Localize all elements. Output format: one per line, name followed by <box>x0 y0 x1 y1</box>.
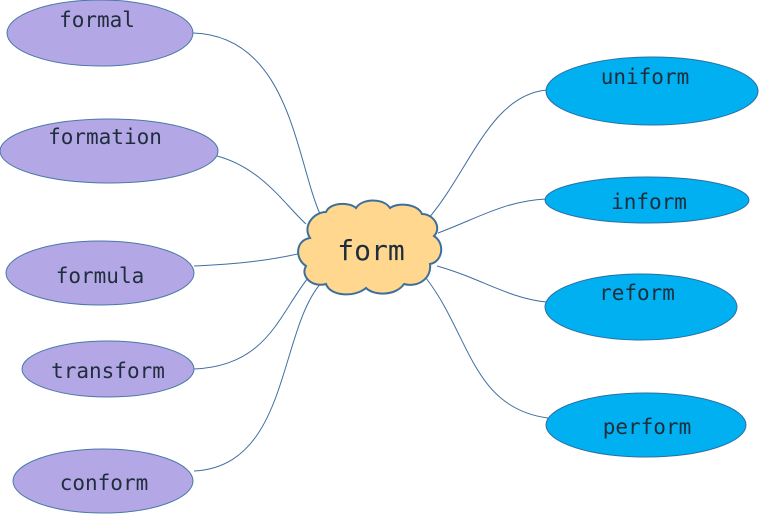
node-formal: formal <box>6 0 194 67</box>
node-uniform: uniform <box>545 56 759 126</box>
node-conform-label: conform <box>60 471 149 495</box>
connector-formation <box>216 155 307 225</box>
node-formula-label: formula <box>56 264 145 288</box>
left-nodes: formal formation formula transform confo… <box>0 0 219 514</box>
node-formation: formation <box>0 118 219 184</box>
connector-formula <box>193 252 303 267</box>
node-inform: inform <box>544 176 750 224</box>
node-inform-label: inform <box>611 190 687 214</box>
connector-inform <box>437 198 547 234</box>
connector-formal <box>192 32 321 215</box>
node-inform-shape <box>544 176 750 224</box>
node-transform-shape <box>21 340 195 398</box>
right-nodes: uniform inform reform perform <box>544 56 759 458</box>
node-conform-shape <box>12 448 194 514</box>
node-conform: conform <box>12 448 194 514</box>
node-formation-shape <box>0 118 219 184</box>
node-transform: transform <box>21 340 195 398</box>
center-cloud-shape <box>297 199 443 296</box>
connectors <box>192 32 549 472</box>
center-label: form <box>337 234 404 267</box>
node-reform-shape <box>544 273 738 341</box>
connector-transform <box>193 272 313 370</box>
node-reform-label: reform <box>599 281 675 305</box>
node-reform: reform <box>544 273 738 341</box>
connector-uniform <box>427 89 548 220</box>
node-formula: formula <box>5 240 195 306</box>
node-formation-label: formation <box>48 125 162 149</box>
node-formal-label: formal <box>59 8 135 32</box>
connector-reform <box>436 265 547 303</box>
node-formal-shape <box>6 0 194 67</box>
center-node: form <box>297 199 443 296</box>
node-perform-label: perform <box>603 415 692 439</box>
node-perform-shape <box>545 392 747 458</box>
node-perform: perform <box>545 392 747 458</box>
node-transform-label: transform <box>51 359 165 383</box>
connector-perform <box>425 277 549 419</box>
node-uniform-label: uniform <box>601 65 690 89</box>
node-uniform-shape <box>545 56 759 126</box>
node-formula-shape <box>5 240 195 306</box>
connector-conform <box>193 281 323 472</box>
